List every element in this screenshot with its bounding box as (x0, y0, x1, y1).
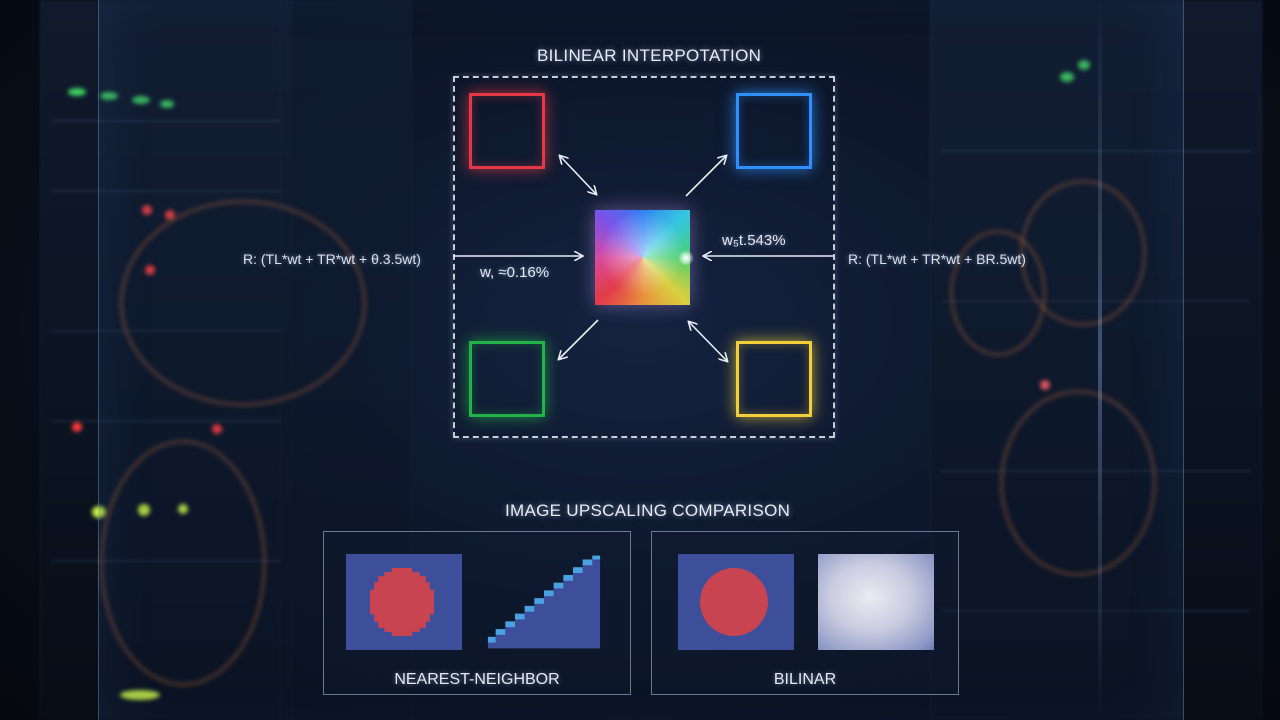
bottom-left-pixel (469, 341, 545, 417)
rack-slot (51, 420, 281, 422)
status-led (212, 424, 222, 434)
status-led (68, 88, 86, 96)
status-led (72, 422, 82, 432)
cable-loop (120, 200, 366, 406)
bottom-right-pixel (736, 341, 812, 417)
status-led (1078, 60, 1090, 70)
formula-right: R: (TL*wt + TR*wt + BR.5wt) (848, 251, 1026, 267)
interpolation-frame (453, 76, 835, 438)
top-right-pixel (736, 93, 812, 169)
stair-edge (487, 555, 601, 643)
diagram-title: BILINEAR INTERPOTATION (537, 46, 762, 65)
rack-slot (51, 190, 281, 192)
weight-label-right: w₅t.543% (722, 232, 786, 249)
status-led (92, 506, 106, 518)
caption-bilinear: BILINAR (773, 671, 837, 688)
status-led (120, 690, 160, 700)
arrow-bottom-right (689, 322, 727, 361)
arrow-bottom-left (559, 319, 599, 359)
weight-label-left: w, ≈0.16% (480, 264, 550, 281)
formula-left: R: (TL*wt + TR*wt + θ.3.5wt) (243, 251, 421, 267)
rack-slot (941, 150, 1251, 152)
bilinear-circle-thumb (678, 554, 794, 650)
rack-slot (51, 120, 281, 122)
status-led (100, 92, 118, 100)
arrow-top-left (560, 156, 596, 194)
server-rack-right (930, 0, 1262, 720)
cable-loop (950, 230, 1046, 356)
status-led (160, 100, 174, 108)
status-led (1040, 380, 1050, 390)
smooth-circle (700, 568, 768, 636)
interpolated-pixel (595, 210, 690, 305)
status-led (142, 205, 152, 215)
status-led (132, 96, 150, 104)
arrow-top-right (685, 156, 726, 197)
status-led (165, 210, 175, 220)
nearest-stair-thumb (487, 555, 601, 649)
glass-edge-highlight (1098, 0, 1102, 720)
cable-loop (100, 440, 266, 686)
nearest-circle-thumb (346, 554, 462, 650)
rack-slot (941, 610, 1251, 612)
comparison-title: IMAGE UPSCALING COMPARISON (505, 501, 791, 520)
pixelated-circle (370, 568, 434, 636)
bilinear-blur-thumb (818, 554, 934, 650)
glass-panel (98, 0, 1184, 720)
caption-nearest-neighbor: NEAREST-NEIGHBOR (394, 671, 560, 688)
status-led (1060, 72, 1074, 82)
sample-point (678, 250, 694, 266)
top-left-pixel (469, 93, 545, 169)
cable-loop (1000, 390, 1156, 576)
